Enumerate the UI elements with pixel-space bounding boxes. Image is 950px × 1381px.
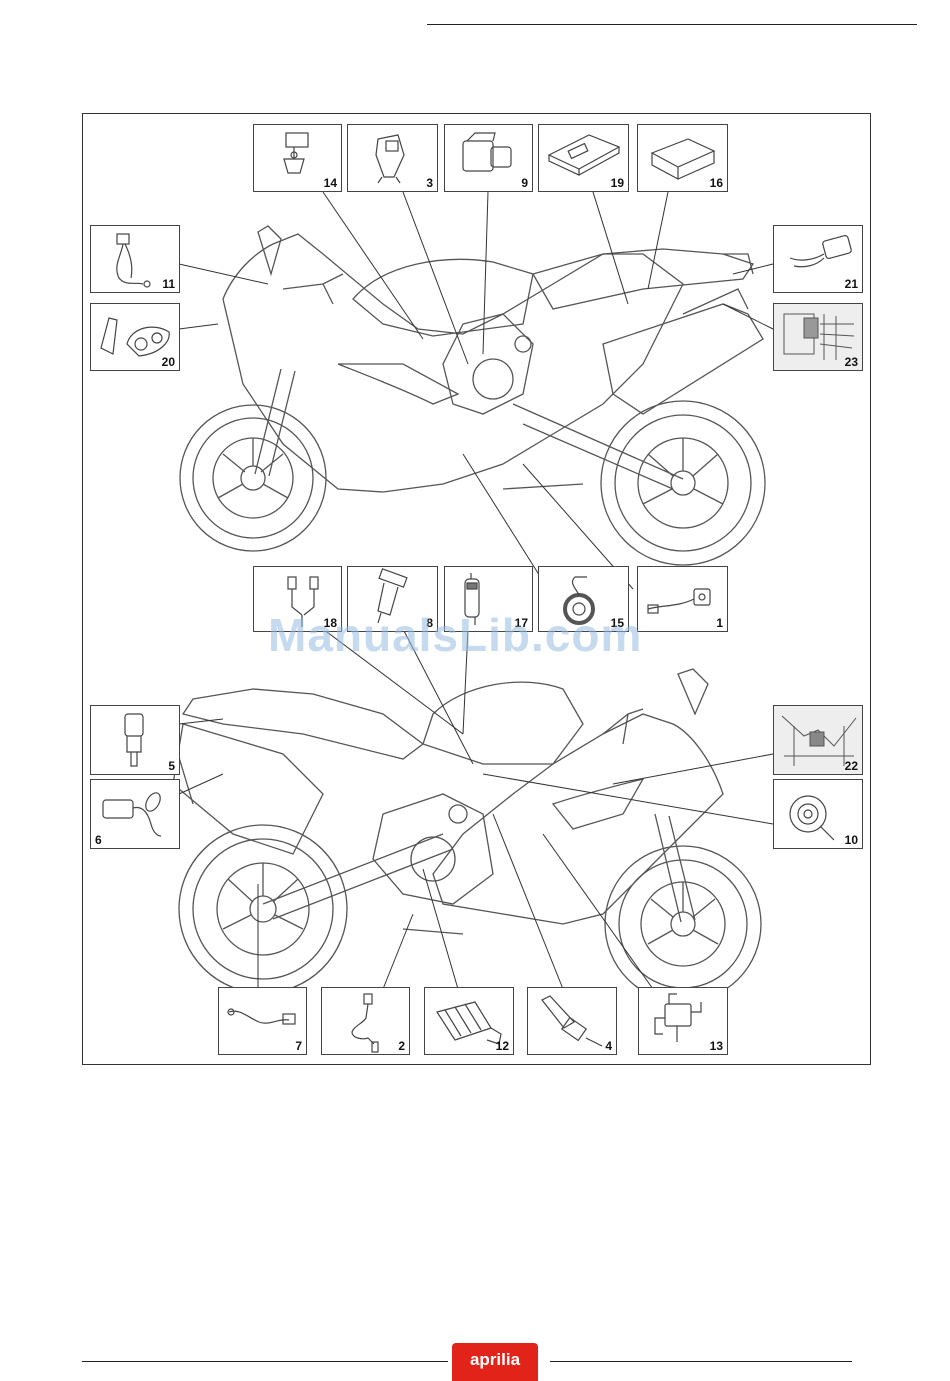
callout-number: 1 (716, 616, 723, 630)
callout-box-7: 7 (218, 987, 307, 1055)
callout-number: 6 (95, 833, 102, 847)
callout-number: 7 (295, 1039, 302, 1053)
callout-box-4: 4 (527, 987, 617, 1055)
sensor-module-icon (91, 780, 181, 850)
aprilia-logo: aprilia (452, 1343, 538, 1381)
watermark-text: ManualsLib.com (268, 608, 642, 662)
callout-number: 11 (162, 277, 175, 291)
callout-number: 9 (521, 176, 528, 190)
callout-number: 20 (162, 355, 175, 369)
callout-box-22: 22 (773, 705, 863, 775)
callout-box-12: 12 (424, 987, 514, 1055)
callout-number: 23 (845, 355, 858, 369)
callout-box-19: 19 (538, 124, 629, 192)
callout-box-23: 23 (773, 303, 863, 371)
lower-rear-tire (179, 825, 347, 993)
callout-box-9: 9 (444, 124, 533, 192)
callout-box-20: 20 (90, 303, 180, 371)
exploded-diagram-frame: 14 3 9 19 16 11 20 21 23 18 8 (82, 113, 871, 1065)
lower-fairing (433, 714, 723, 924)
callout-box-3: 3 (347, 124, 438, 192)
upper-fairing (223, 234, 683, 492)
logo-text: aprilia (452, 1350, 538, 1370)
callout-box-14: 14 (253, 124, 342, 192)
callout-box-11: 11 (90, 225, 180, 293)
lower-fuel-tank (423, 682, 583, 764)
callout-number: 10 (845, 833, 858, 847)
callout-number: 5 (168, 759, 175, 773)
callout-number: 12 (496, 1039, 509, 1053)
upper-seat (533, 249, 753, 309)
callout-number: 4 (605, 1039, 612, 1053)
callout-box-10: 10 (773, 779, 863, 849)
lower-engine (373, 794, 493, 904)
callout-number: 2 (398, 1039, 405, 1053)
upper-front-tire (180, 405, 326, 551)
footer-rule-left (82, 1361, 448, 1362)
callout-box-21: 21 (773, 225, 863, 293)
footer-rule-right (550, 1361, 852, 1362)
callout-number: 21 (845, 277, 858, 291)
callout-box-5: 5 (90, 705, 180, 775)
callout-number: 16 (710, 176, 723, 190)
callout-number: 22 (845, 759, 858, 773)
callout-box-2: 2 (321, 987, 410, 1055)
callout-box-13: 13 (638, 987, 728, 1055)
upper-rear-tire (601, 401, 765, 565)
callout-number: 19 (611, 176, 624, 190)
callout-number: 3 (426, 176, 433, 190)
callout-number: 13 (710, 1039, 723, 1053)
callout-number: 14 (324, 176, 337, 190)
header-rule (427, 24, 917, 25)
callout-box-16: 16 (637, 124, 728, 192)
callout-box-1: 1 (637, 566, 728, 632)
callout-box-6: 6 (90, 779, 180, 849)
lower-seat (183, 689, 423, 759)
upper-exhaust (603, 304, 763, 414)
